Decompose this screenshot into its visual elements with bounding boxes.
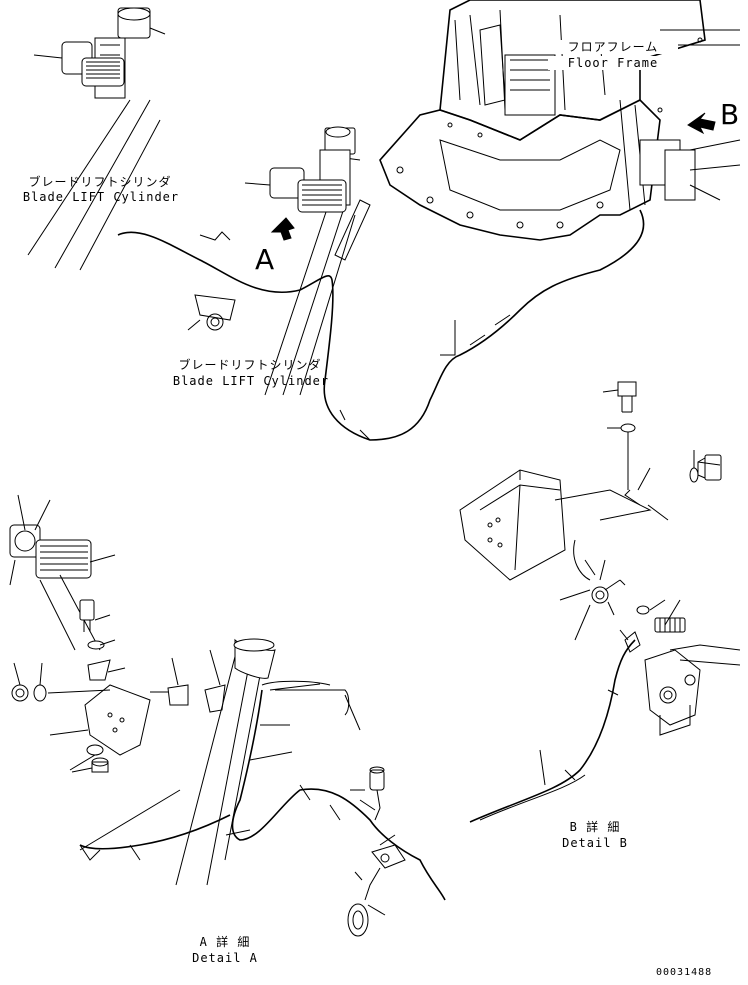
detail-a-jp: A 詳 細 [199,935,251,949]
blade-lift-mid-jp: ブレードリフトシリンダ [178,358,322,372]
detail-b-assembly [460,382,740,822]
floor-frame-en: Floor Frame [548,56,678,70]
top-left-cylinder-assembly [28,8,165,270]
drawing-number: 00031488 [656,967,713,978]
floor-frame-jp: フロアフレーム [548,40,678,54]
detail-b-en: Detail B [562,836,628,850]
blade-lift-top-en: Blade LIFT Cylinder [22,190,180,204]
detail-b-jp: B 詳 細 [569,820,621,834]
view-b-marker: B [720,98,740,131]
detail-a-assembly [10,495,445,936]
blade-lift-mid-en: Blade LIFT Cylinder [172,374,330,388]
center-cylinder-assembly [118,127,644,440]
blade-lift-top-jp: ブレードリフトシリンダ [28,175,172,189]
floor-frame [380,0,740,240]
view-a-marker: A [255,243,275,276]
detail-a-en: Detail A [192,951,258,965]
